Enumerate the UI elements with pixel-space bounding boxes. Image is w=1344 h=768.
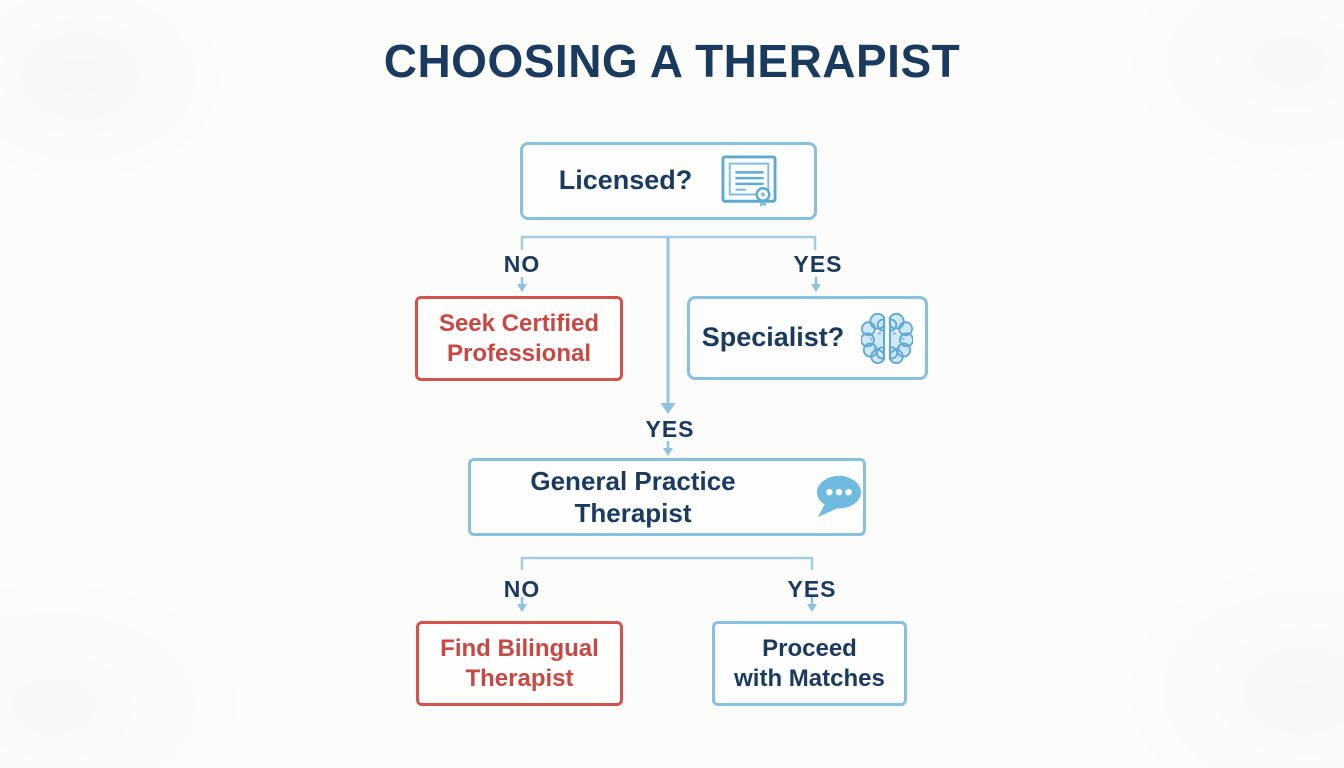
edge-label-general-no: NO (503, 576, 541, 602)
node-specialist-label: Specialist? (701, 322, 845, 353)
node-seek-certified-label: Seek Certified Professional (438, 309, 600, 367)
certificate-icon (721, 155, 777, 208)
edge-label-licensed-yes: YES (793, 251, 843, 277)
node-proceed-with-matches: Proceed with Matches (712, 621, 907, 706)
node-proceed-label: Proceed with Matches (734, 634, 885, 692)
node-general-label: General Practice Therapist (530, 465, 736, 529)
brain-icon (861, 312, 914, 365)
node-find-bilingual-therapist: Find Bilingual Therapist (416, 621, 623, 706)
edge-label-licensed-no: NO (503, 251, 541, 277)
node-licensed-label: Licensed? (558, 165, 693, 196)
speech-bubble-icon (816, 475, 861, 518)
node-licensed: Licensed? (520, 142, 817, 220)
node-seek-certified-professional: Seek Certified Professional (415, 296, 623, 381)
edge-label-general-yes: YES (787, 576, 837, 602)
node-specialist: Specialist? (687, 296, 928, 380)
edge-label-mid-yes: YES (645, 416, 695, 442)
node-bilingual-label: Find Bilingual Therapist (440, 634, 599, 692)
page-title: CHOOSING A THERAPIST (383, 35, 961, 87)
node-general-practice-therapist: General Practice Therapist (468, 458, 866, 536)
